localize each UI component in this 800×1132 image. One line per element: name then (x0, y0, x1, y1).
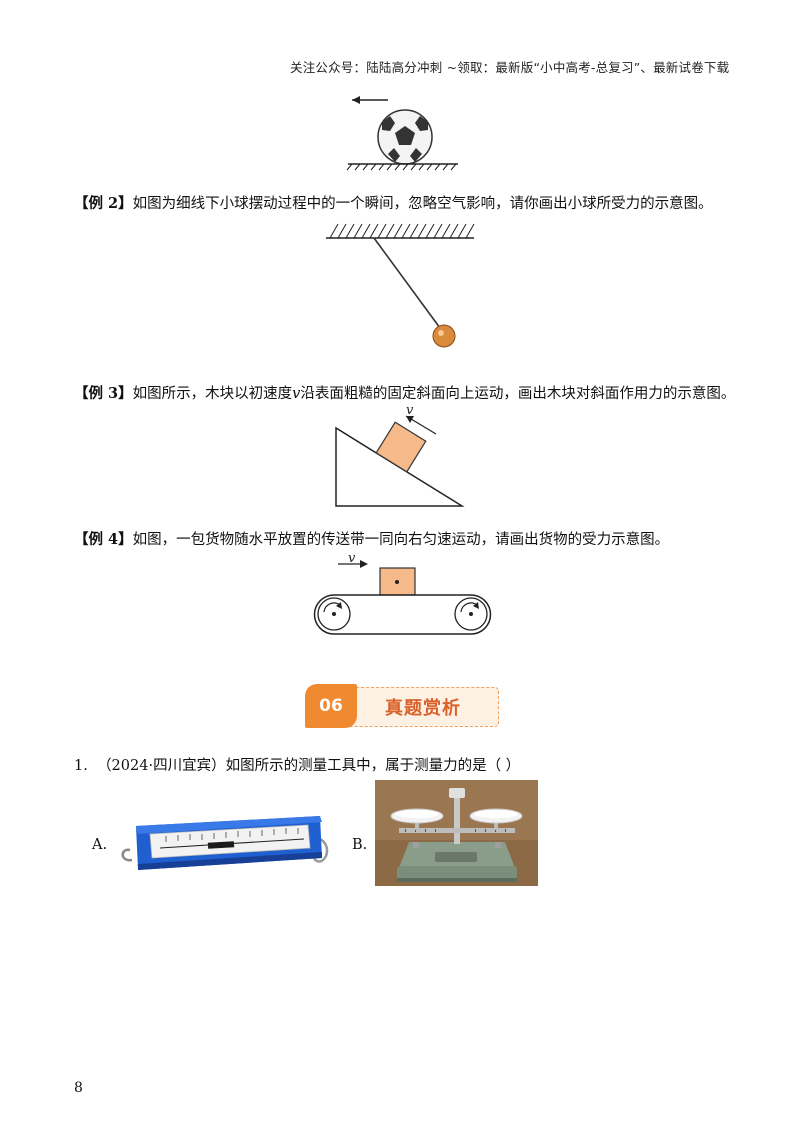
section-number: 06 (305, 684, 357, 728)
balance-scale-image (375, 780, 538, 886)
conveyor-figure: v (313, 551, 492, 635)
example-3-var: v (292, 386, 301, 402)
example-3-body-pre: 如图所示，木块以初速度 (132, 386, 293, 402)
question-number: 1. (74, 758, 88, 774)
belt-velocity-label: v (348, 551, 356, 566)
option-a-label: A. (92, 837, 108, 853)
example-2-text: 【例 2】如图为细线下小球摆动过程中的一个瞬间，忽略空气影响，请你画出小球所受力… (74, 192, 713, 213)
question-1-text: 1. （2024·四川宜宾）如图所示的测量工具中，属于测量力的是（ ） (74, 754, 520, 775)
header-note: 关注公众号：陆陆高分冲刺 ~领取：最新版“小中高考-总复习”、最新试卷下载 (290, 60, 730, 75)
page-number: 8 (74, 1080, 83, 1096)
spring-scale-image (116, 808, 344, 886)
example-2-body: 如图为细线下小球摆动过程中的一个瞬间，忽略空气影响，请你画出小球所受力的示意图。 (132, 196, 713, 212)
incline-figure: v (335, 403, 465, 507)
example-3-body-post: 沿表面粗糙的固定斜面向上运动，画出木块对斜面作用力的示意图。 (300, 386, 736, 402)
example-4-tag: 【例 4】 (74, 531, 133, 548)
example-3-tag: 【例 3】 (74, 385, 133, 402)
example-2-tag: 【例 2】 (74, 195, 133, 212)
option-b-label: B. (352, 837, 368, 853)
section-title-box (347, 687, 499, 727)
question-body: （2024·四川宜宾）如图所示的测量工具中，属于测量力的是（ ） (97, 758, 521, 774)
section-title: 真题赏析 (385, 698, 461, 719)
example-4-body: 如图，一包货物随水平放置的传送带一同向右匀速运动，请画出货物的受力示意图。 (132, 532, 670, 548)
example-3-text: 【例 3】如图所示，木块以初速度v沿表面粗糙的固定斜面向上运动，画出木块对斜面作… (74, 382, 735, 403)
section-badge: 06 真题赏析 (305, 684, 501, 730)
pendulum-figure (326, 223, 475, 348)
example-4-text: 【例 4】如图，一包货物随水平放置的传送带一同向右匀速运动，请画出货物的受力示意… (74, 528, 669, 549)
incline-velocity-label: v (406, 403, 414, 418)
soccer-ball-figure (346, 96, 458, 171)
